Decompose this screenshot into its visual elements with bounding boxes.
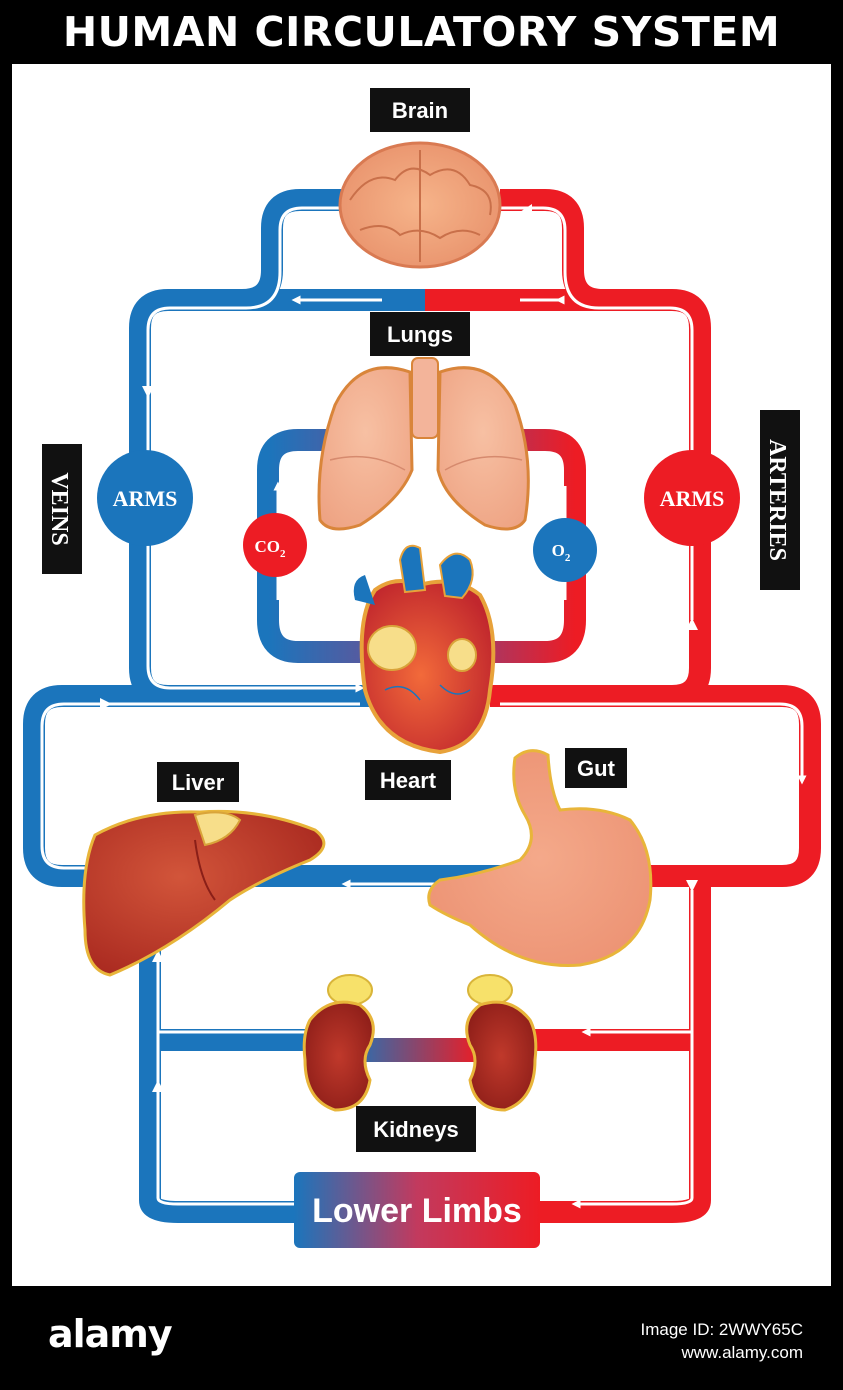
- lungs-illustration: [317, 357, 530, 531]
- image-id: Image ID: 2WWY65C: [640, 1320, 804, 1339]
- liver-illustration: [82, 809, 326, 977]
- lower-limbs-label: Lower Limbs: [312, 1192, 522, 1230]
- arms-right-label: ARMS: [660, 486, 725, 511]
- brain-tag: Brain: [370, 88, 470, 132]
- veins-label: VEINS: [46, 472, 72, 545]
- co2-sub: 2: [280, 548, 286, 560]
- gut-tag: Gut: [565, 748, 627, 788]
- arteries-label: ARTERIES: [764, 439, 790, 561]
- kidneys-label: Kidneys: [373, 1117, 459, 1142]
- heart-illustration: [353, 544, 496, 755]
- arms-left-label: ARMS: [113, 486, 178, 511]
- o2-sub: 2: [565, 552, 571, 564]
- lower-limbs-box: [294, 1172, 540, 1248]
- heart-label: Heart: [380, 768, 437, 793]
- lungs-tag: Lungs: [370, 312, 470, 356]
- co2-main: CO: [255, 537, 281, 556]
- arms-right-circle: [644, 450, 740, 546]
- liver-tag: Liver: [157, 762, 239, 802]
- brand-logo: alamy: [48, 1312, 173, 1356]
- brain-label: Brain: [392, 98, 448, 123]
- kidneys-illustration: [302, 974, 538, 1112]
- kidneys-tag: Kidneys: [356, 1106, 476, 1152]
- o2-main: O: [552, 541, 565, 560]
- co2-text: CO2: [255, 537, 287, 560]
- site-url: www.alamy.com: [681, 1343, 803, 1362]
- footer-bar: [0, 1296, 843, 1390]
- o2-circle: [533, 518, 597, 582]
- arteries-tag: ARTERIES: [760, 410, 800, 590]
- gut-label: Gut: [577, 756, 616, 781]
- image-id-block: Image ID: 2WWY65C www.alamy.com: [641, 1318, 804, 1364]
- arms-left-circle: [97, 450, 193, 546]
- page-title: HUMAN CIRCULATORY SYSTEM: [62, 8, 781, 56]
- liver-label: Liver: [172, 770, 225, 795]
- o2-text: O2: [552, 541, 571, 564]
- heart-tag: Heart: [365, 760, 451, 800]
- veins-tag: VEINS: [42, 444, 82, 574]
- veins: [23, 189, 520, 1223]
- co2-circle: [243, 513, 307, 577]
- lungs-label: Lungs: [387, 322, 453, 347]
- gut-illustration: [427, 749, 653, 967]
- brain-illustration: [338, 141, 502, 269]
- flow-arrows: [100, 204, 698, 1092]
